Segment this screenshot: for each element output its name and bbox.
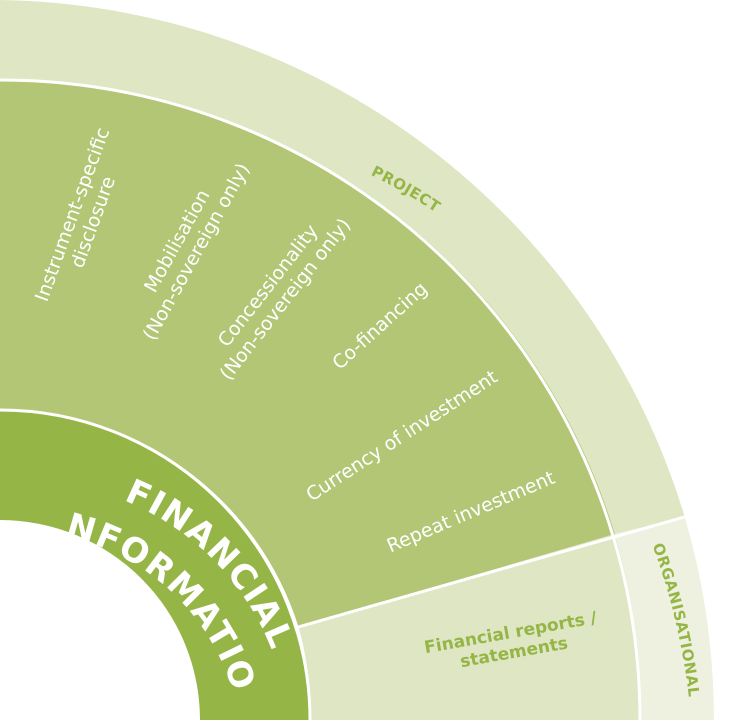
project-organisational-divider bbox=[298, 515, 686, 629]
core-separator bbox=[0, 408, 312, 721]
project-outer-band bbox=[0, 0, 685, 535]
core-band bbox=[0, 410, 310, 720]
organisational-outer-band bbox=[614, 516, 714, 720]
project-section bbox=[0, 79, 615, 627]
organisational-section bbox=[298, 534, 641, 720]
outer-ring-separator bbox=[0, 78, 642, 721]
